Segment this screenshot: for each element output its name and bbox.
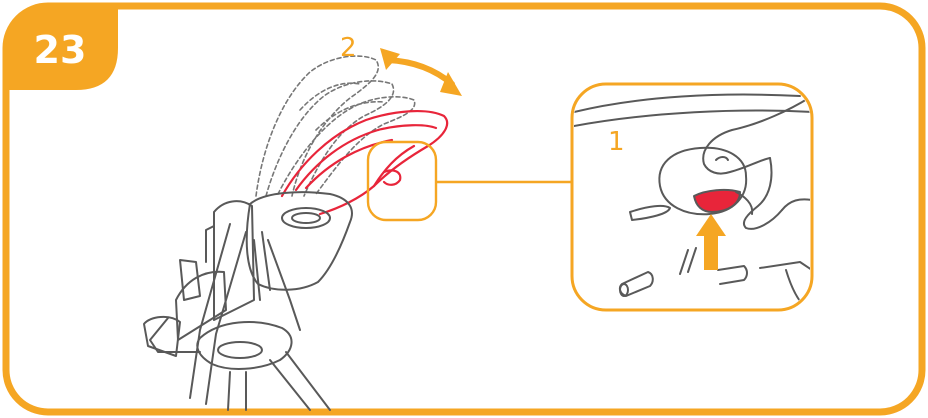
high-chair-illustration xyxy=(144,56,447,410)
cup-holder xyxy=(282,208,330,228)
previous-positions-dashed xyxy=(256,56,415,196)
rotate-step-number: 2 xyxy=(340,33,357,63)
release-step-number: 1 xyxy=(608,127,625,157)
double-headed-curved-arrow-icon xyxy=(380,48,462,96)
seat-back-highlighted xyxy=(282,111,447,214)
detail-inset: 1 xyxy=(572,84,812,312)
rotate-annotation: 2 xyxy=(340,33,462,96)
detail-inset-frame xyxy=(572,84,812,310)
step-number: 23 xyxy=(34,28,87,72)
step-badge: 23 xyxy=(6,6,118,90)
